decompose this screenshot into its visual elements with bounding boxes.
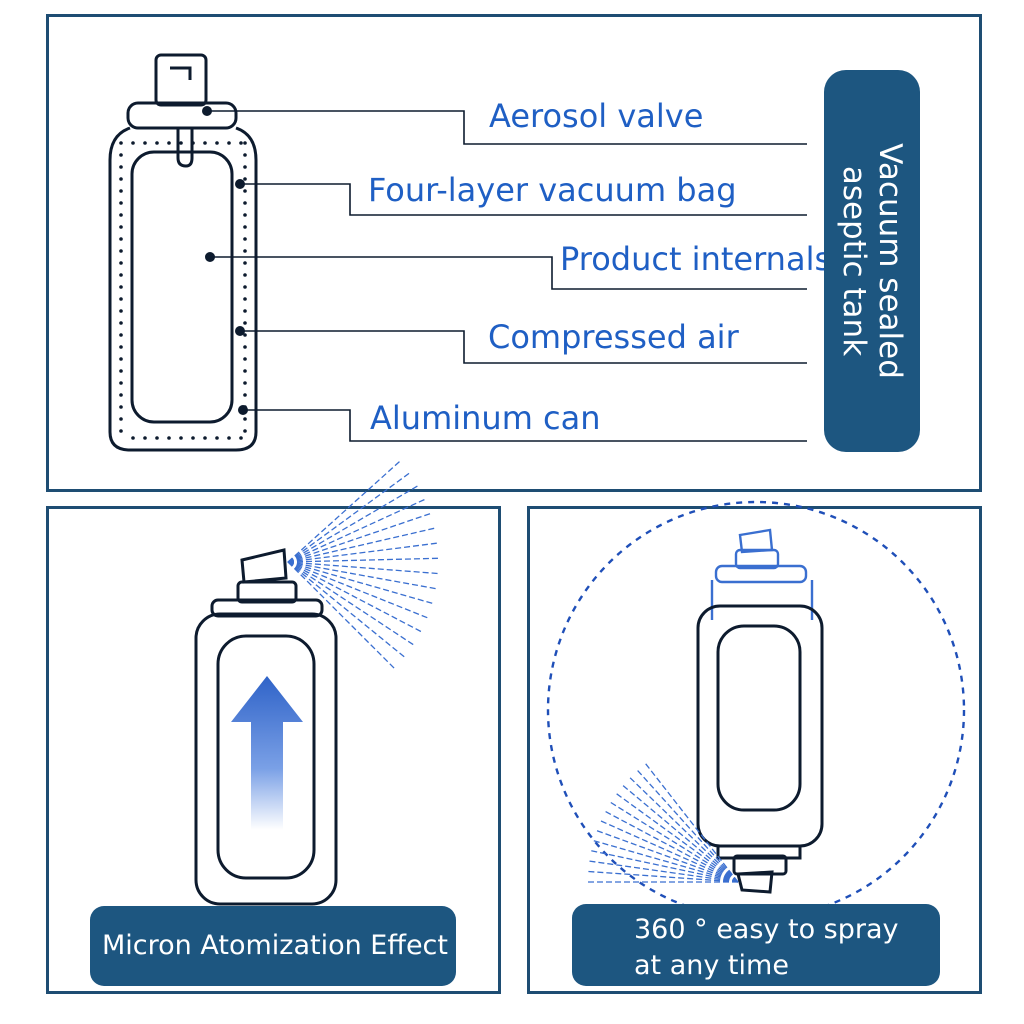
spray-mist-lines xyxy=(287,461,439,669)
compressed-air-dots xyxy=(119,141,247,440)
inverted-can-ghost xyxy=(710,528,814,620)
can-body xyxy=(194,612,338,906)
micron-caption-badge: Micron Atomization Effect xyxy=(90,906,456,986)
vacuum-sealed-badge: Vacuum sealed aseptic tank xyxy=(824,70,920,452)
inverted-can-window xyxy=(716,624,802,812)
spray-anytime-badge: 360 ° easy to spray at any time xyxy=(572,904,940,986)
leader-lines xyxy=(207,110,807,442)
spray-caption-line-1: 360 ° easy to spray xyxy=(634,914,899,945)
can-neck xyxy=(236,580,298,604)
nozzle-cap xyxy=(240,548,288,584)
micron-caption-text: Micron Atomization Effect xyxy=(102,930,448,961)
label-compressed-air: Compressed air xyxy=(488,318,739,356)
up-arrow-icon xyxy=(231,676,303,830)
label-four-layer-vacuum-bag: Four-layer vacuum bag xyxy=(368,171,737,209)
label-product-internals: Product internals xyxy=(560,240,832,278)
spray-caption-line-2: at any time xyxy=(634,950,789,981)
spray-mist-lines-down xyxy=(588,763,739,883)
top-diagram xyxy=(108,53,807,452)
inverted-can-neck xyxy=(716,844,802,860)
inverted-nozzle xyxy=(736,870,774,894)
label-aluminum-can: Aluminum can xyxy=(370,399,601,437)
can-inner-window xyxy=(216,634,316,880)
can-shoulder xyxy=(210,598,324,618)
label-aerosol-valve: Aerosol valve xyxy=(489,97,704,135)
aerosol-can-outline xyxy=(108,53,258,452)
